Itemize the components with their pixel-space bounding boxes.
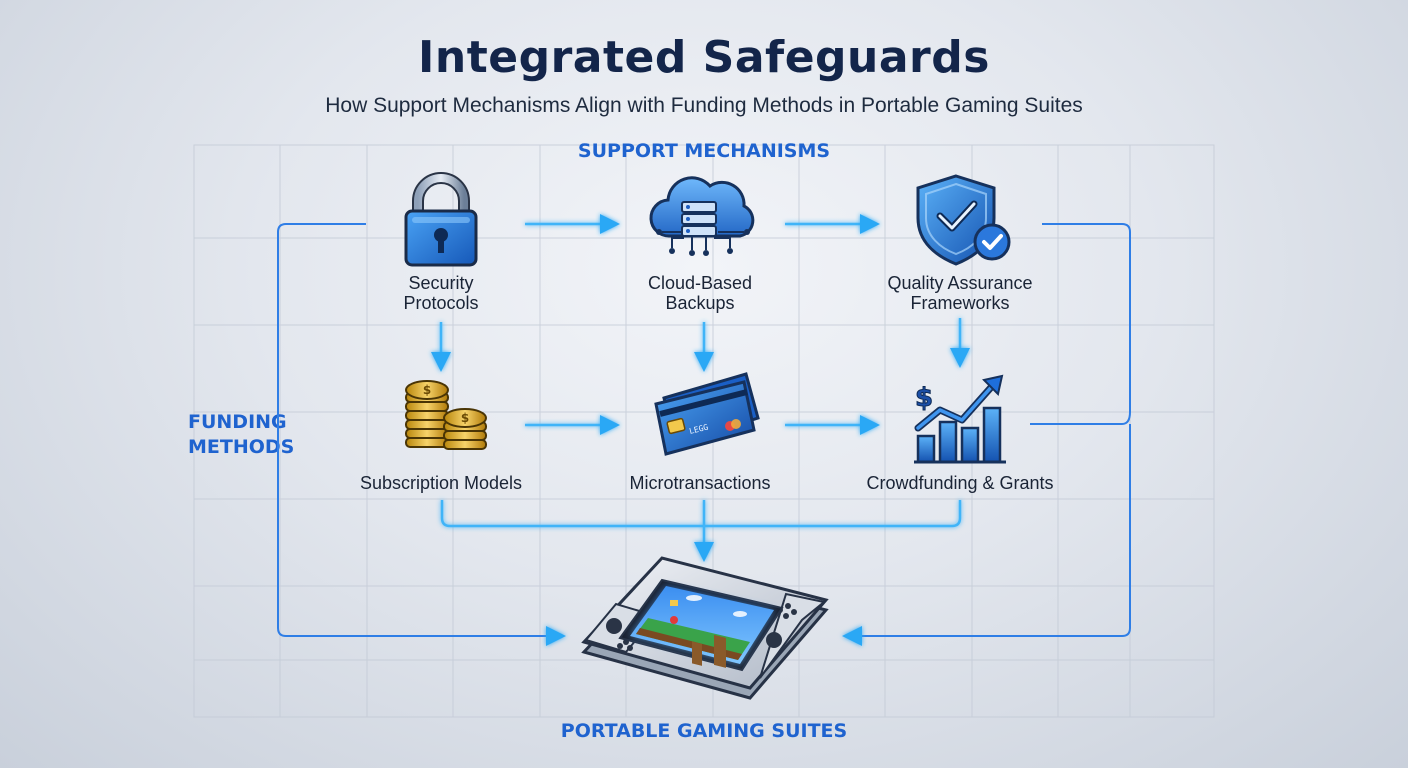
- security-label-line1: Security: [408, 273, 474, 293]
- right-bracket-lower-line: [858, 424, 1131, 637]
- handheld-console-icon: [574, 540, 836, 710]
- funding-heading-line2: METHODS: [188, 436, 295, 458]
- cloud-label-line2: Backups: [665, 293, 735, 313]
- funding-heading-line1: FUNDING: [188, 411, 287, 433]
- subscription-models-label: Subscription Models: [359, 473, 523, 493]
- left-bracket-line: [277, 223, 548, 637]
- svg-text:$: $: [915, 383, 933, 413]
- funding-methods-heading: FUNDING METHODS: [188, 410, 308, 460]
- growth-chart-icon: $: [910, 372, 1010, 466]
- shield-check-icon: [914, 172, 1014, 268]
- security-protocols-label: Security Protocols: [341, 273, 541, 313]
- support-mechanisms-heading: SUPPORT MECHANISMS: [577, 140, 831, 162]
- coin-stacks-icon: $ $: [400, 376, 492, 456]
- credit-card-icon: LEGG: [650, 368, 762, 460]
- padlock-icon: [400, 172, 482, 267]
- quality-assurance-label: Quality Assurance Frameworks: [855, 273, 1065, 313]
- qa-label-line2: Frameworks: [910, 293, 1010, 313]
- crowdfunding-grants-label: Crowdfunding & Grants: [866, 473, 1054, 493]
- svg-text:$: $: [461, 411, 469, 425]
- right-bracket-line: [1030, 223, 1131, 425]
- page-title: Integrated Safeguards: [418, 32, 990, 83]
- page-subtitle: How Support Mechanisms Align with Fundin…: [325, 94, 1083, 117]
- cloud-backups-label: Cloud-Based Backups: [600, 273, 800, 313]
- security-label-line2: Protocols: [403, 293, 479, 313]
- merge-line: [440, 500, 962, 528]
- portable-gaming-suites-heading: PORTABLE GAMING SUITES: [560, 720, 848, 742]
- microtransactions-label: Microtransactions: [629, 473, 771, 493]
- svg-text:$: $: [423, 383, 431, 397]
- cloud-label-line1: Cloud-Based: [647, 273, 753, 293]
- qa-label-line1: Quality Assurance: [887, 273, 1033, 293]
- cloud-server-icon: [648, 172, 760, 268]
